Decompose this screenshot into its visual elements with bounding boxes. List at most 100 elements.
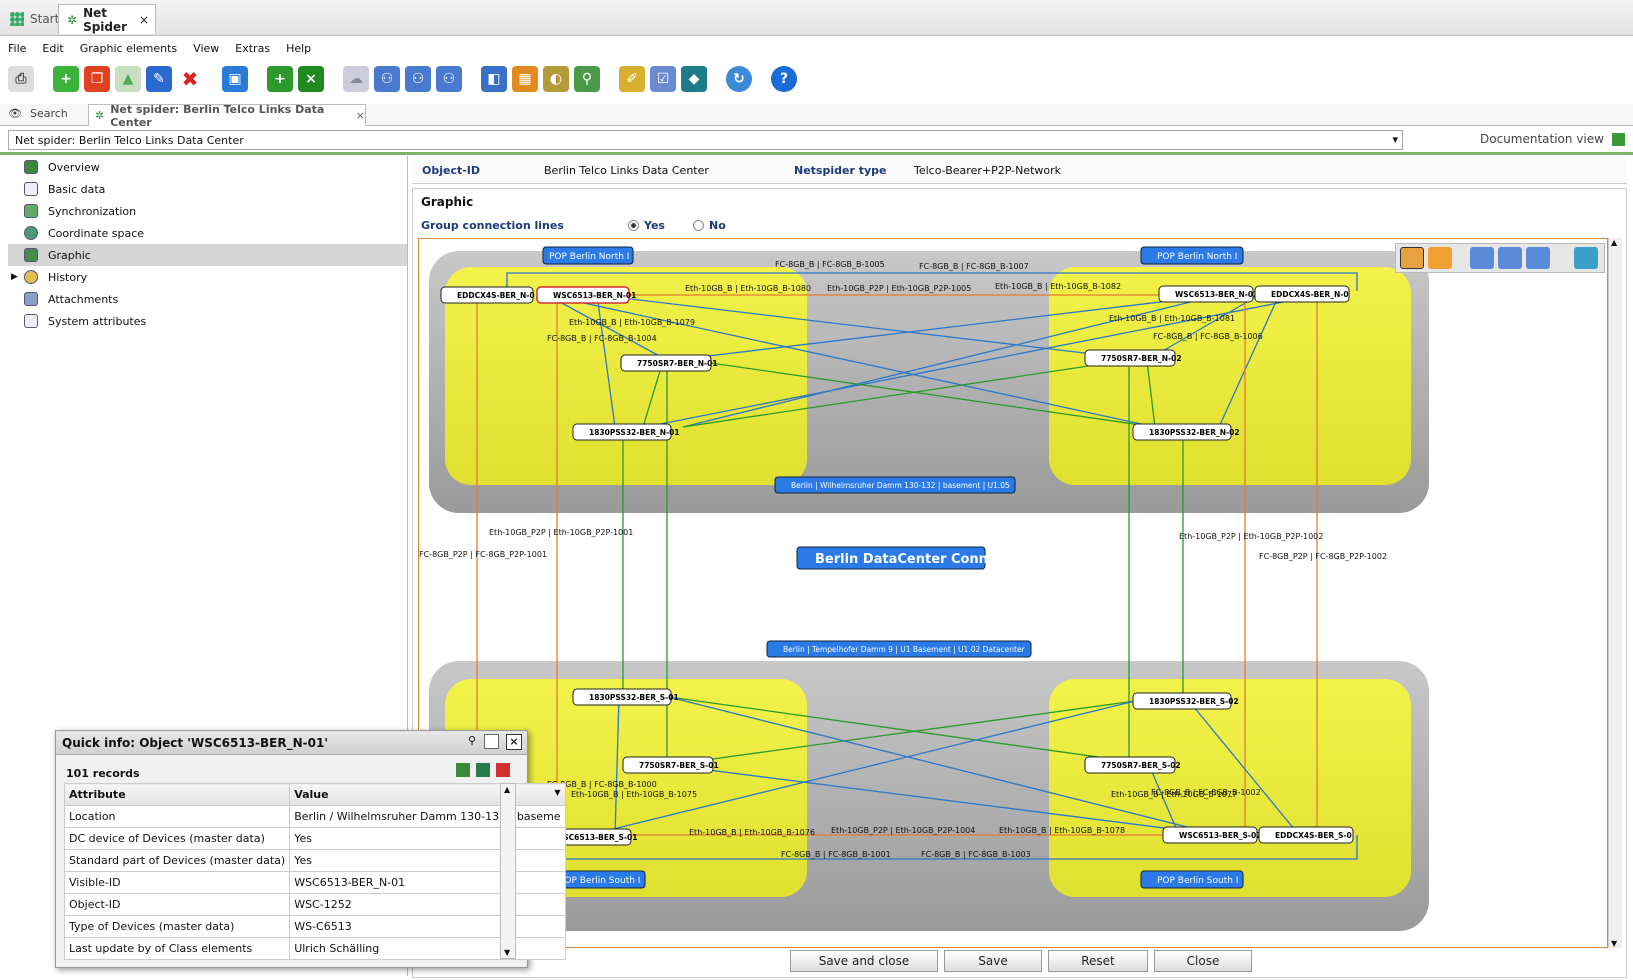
nav-overview[interactable]: Overview bbox=[8, 156, 407, 178]
up-icon[interactable]: ▲ bbox=[115, 66, 141, 92]
menu-file[interactable]: File bbox=[8, 42, 27, 55]
object-icon[interactable]: ◧ bbox=[481, 66, 507, 92]
grid-icon[interactable]: ▦ bbox=[512, 66, 538, 92]
network-count-icon[interactable]: ⚇ bbox=[436, 66, 462, 92]
export-excel-icon[interactable] bbox=[456, 763, 470, 777]
pop-header-north-1[interactable] bbox=[542, 246, 634, 265]
nav-basic-data[interactable]: Basic data bbox=[8, 178, 407, 200]
location-label-north[interactable] bbox=[774, 476, 1016, 494]
satellite-icon[interactable]: ◐ bbox=[543, 66, 569, 92]
device-node[interactable] bbox=[1254, 285, 1350, 303]
network-link-icon[interactable]: ⚇ bbox=[405, 66, 431, 92]
add-icon[interactable]: + bbox=[53, 66, 79, 92]
scroll-down-icon[interactable]: ▼ bbox=[1611, 939, 1618, 948]
refresh-icon[interactable]: ↻ bbox=[726, 66, 752, 92]
network-count-icon[interactable] bbox=[1526, 247, 1550, 269]
table-row[interactable]: Type of Devices (master data)WS-C6513 bbox=[63, 915, 566, 938]
center-network-label[interactable] bbox=[796, 546, 986, 570]
network-icon[interactable] bbox=[1470, 247, 1494, 269]
delete-icon[interactable]: ✖ bbox=[177, 66, 203, 92]
column-header-attribute[interactable]: Attribute bbox=[63, 783, 291, 806]
device-node[interactable] bbox=[572, 423, 672, 441]
device-node[interactable] bbox=[1084, 349, 1176, 367]
save-button[interactable]: Save bbox=[944, 950, 1042, 972]
object-selector[interactable]: Net spider: Berlin Telco Links Data Cent… bbox=[8, 130, 1403, 150]
device-node[interactable] bbox=[572, 688, 672, 706]
network-icon[interactable]: ⚇ bbox=[374, 66, 400, 92]
diagram-canvas[interactable]: FC-8GB_B | FC-8GB_B-1005 FC-8GB_B | FC-8… bbox=[418, 238, 1608, 948]
export-csv-icon[interactable] bbox=[476, 763, 490, 777]
copy-icon[interactable]: ❐ bbox=[84, 66, 110, 92]
dialog-titlebar[interactable]: Quick info: Object 'WSC6513-BER_N-01' ⚲ … bbox=[56, 731, 527, 755]
help-icon[interactable]: ? bbox=[771, 66, 797, 92]
table-row[interactable]: Standard part of Devices (master data)Ye… bbox=[63, 849, 566, 872]
menu-extras[interactable]: Extras bbox=[235, 42, 271, 55]
nav-synchronization[interactable]: Synchronization bbox=[8, 200, 407, 222]
close-icon[interactable]: × bbox=[506, 734, 522, 750]
device-node[interactable] bbox=[1132, 423, 1232, 441]
device-node[interactable] bbox=[440, 286, 534, 304]
device-node[interactable] bbox=[1258, 826, 1354, 844]
close-icon[interactable]: × bbox=[355, 109, 365, 122]
tree-icon[interactable]: ⚲ bbox=[574, 66, 600, 92]
device-node[interactable] bbox=[1084, 756, 1176, 774]
edit-icon[interactable]: ✎ bbox=[146, 66, 172, 92]
reset-button[interactable]: Reset bbox=[1048, 950, 1148, 972]
export-pdf-icon[interactable] bbox=[496, 763, 510, 777]
sort-down-icon[interactable]: ▼ bbox=[554, 788, 561, 797]
menu-help[interactable]: Help bbox=[286, 42, 312, 55]
network-link-icon[interactable] bbox=[1498, 247, 1522, 269]
scroll-up-icon[interactable]: ▲ bbox=[1611, 238, 1618, 247]
pin-icon[interactable]: ⚲ bbox=[468, 734, 477, 747]
remove-element-icon[interactable]: × bbox=[298, 66, 324, 92]
nav-system-attributes[interactable]: System attributes bbox=[8, 310, 407, 332]
nav-history[interactable]: ▶History bbox=[11, 270, 88, 284]
table-scrollbar[interactable]: ▲ ▼ bbox=[500, 783, 516, 959]
search-tab[interactable]: 👁Search bbox=[8, 107, 68, 120]
add-element-icon[interactable]: + bbox=[267, 66, 293, 92]
pop-header-south-2[interactable] bbox=[1140, 870, 1244, 889]
checklist-icon[interactable]: ☑ bbox=[650, 66, 676, 92]
brush-icon[interactable]: ✐ bbox=[619, 66, 645, 92]
window-icon[interactable]: ▣ bbox=[222, 66, 248, 92]
column-header-value[interactable]: Value▼ bbox=[289, 783, 566, 806]
cloud-icon[interactable]: ☁ bbox=[343, 66, 369, 92]
expand-icon[interactable]: ▶ bbox=[11, 272, 18, 282]
tab-start[interactable]: Start bbox=[2, 4, 67, 34]
nav-graphic[interactable]: Graphic bbox=[8, 244, 407, 266]
nav-coordinate-space[interactable]: Coordinate space bbox=[8, 222, 407, 244]
device-node[interactable] bbox=[1132, 692, 1232, 710]
close-icon[interactable]: × bbox=[139, 12, 150, 27]
cubes-icon[interactable]: ◆ bbox=[681, 66, 707, 92]
device-node[interactable] bbox=[1162, 826, 1258, 844]
table-row[interactable]: DC device of Devices (master data)Yes bbox=[63, 827, 566, 850]
tab-net-spider-doc[interactable]: ✲ Net spider: Berlin Telco Links Data Ce… bbox=[88, 103, 366, 129]
select-pointer-icon[interactable] bbox=[1400, 247, 1424, 269]
pop-header-north-2[interactable] bbox=[1140, 246, 1244, 265]
tab-net-spider[interactable]: ✲ Net Spider × bbox=[58, 4, 156, 34]
save-and-close-button[interactable]: Save and close bbox=[790, 950, 938, 972]
menu-graphic-elements[interactable]: Graphic elements bbox=[79, 42, 178, 55]
chevron-down-icon[interactable]: ▾ bbox=[1392, 133, 1398, 146]
device-node-selected[interactable] bbox=[536, 286, 630, 304]
scroll-up-icon[interactable]: ▲ bbox=[504, 785, 511, 794]
location-label-south[interactable] bbox=[766, 640, 1032, 658]
device-node[interactable] bbox=[1158, 285, 1254, 303]
hand-pan-icon[interactable] bbox=[1428, 247, 1452, 269]
menu-view[interactable]: View bbox=[193, 42, 220, 55]
device-node[interactable] bbox=[622, 756, 714, 774]
scroll-down-icon[interactable]: ▼ bbox=[504, 948, 511, 957]
vertical-scrollbar[interactable]: ▲ ▼ bbox=[1608, 238, 1622, 948]
device-node[interactable] bbox=[620, 354, 712, 372]
fit-view-icon[interactable] bbox=[1574, 247, 1598, 269]
print-icon[interactable]: ⎙ bbox=[8, 66, 34, 92]
radio-yes[interactable]: Yes bbox=[628, 219, 665, 232]
nav-attachments[interactable]: Attachments bbox=[8, 288, 407, 310]
radio-no[interactable]: No bbox=[693, 219, 726, 232]
menu-edit[interactable]: Edit bbox=[42, 42, 64, 55]
close-button[interactable]: Close bbox=[1154, 950, 1252, 972]
